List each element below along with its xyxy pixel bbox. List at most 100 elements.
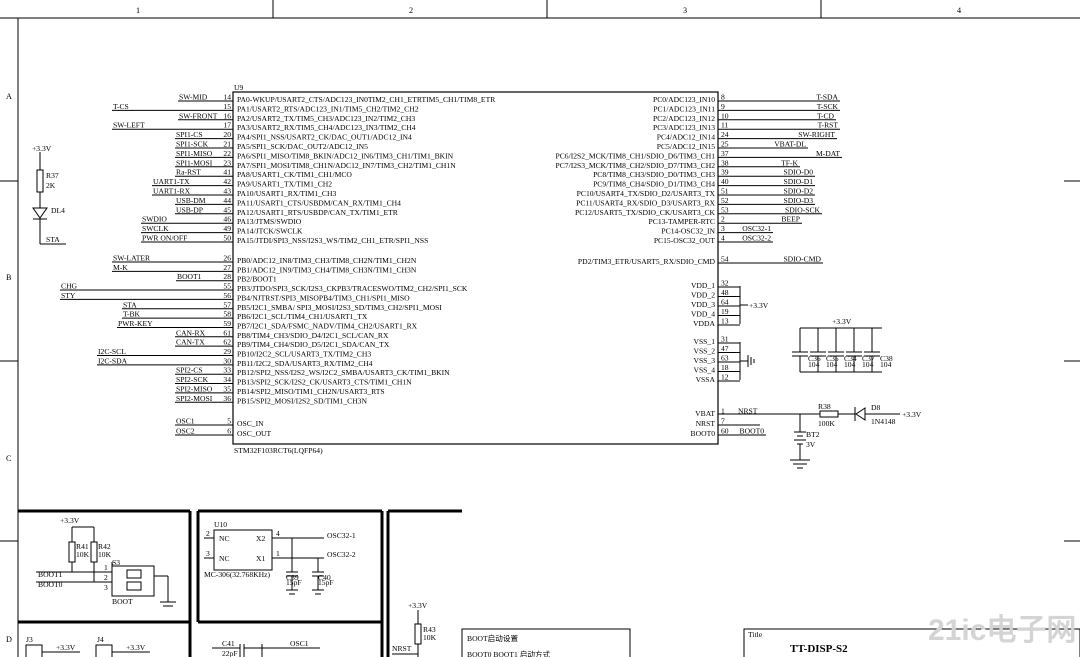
pin-function: PB0/ADC12_IN8/TIM3_CH3/TIM8_CH2N/TIM1_CH… (237, 256, 417, 265)
pin-function: PA9/USART1_TX/TIM1_CH2 (237, 180, 332, 189)
net-label: USB-DP (176, 205, 203, 214)
pin-function: PA3/USART2_RX/TIM5_CH4/ADC123_IN3/TIM2_C… (237, 123, 416, 132)
pin-number: 42 (223, 177, 231, 186)
net-label: BEEP (781, 215, 800, 224)
pin-function: PC5/ADC12_IN15 (657, 142, 715, 151)
pin-function: PA5/SPI1_SCK/DAC_OUT2/ADC12_IN5 (237, 142, 368, 151)
watermark-logo: 21ic电子网 (928, 614, 1076, 647)
pin-function: PA6/SPI1_MISO/TIM8_BKIN/ADC12_IN6/TIM3_C… (237, 151, 454, 160)
net-label: UART1-TX (153, 177, 190, 186)
net-label: SPI1-CS (176, 130, 203, 139)
xtal-x1: X1 (256, 554, 265, 563)
pin-function: PB12/SPI2_NSS/I2S2_WS/I2C2_SMBA/USART3_C… (237, 368, 450, 377)
net-label: SW-FRONT (179, 111, 218, 120)
xtal-c2-ref: C40 (318, 573, 331, 582)
pin-number: 55 (223, 282, 231, 291)
osc1-net-label: OSC1 (290, 639, 309, 648)
pin-function: PA4/SPI1_NSS/USART2_CK/DAC_OUT1/ADC12_IN… (237, 133, 412, 142)
pin-number: 29 (223, 347, 231, 356)
pin-number: 48 (721, 288, 729, 297)
pin-number: 41 (223, 168, 231, 177)
mcu-part: STM32F103RCT6(LQFP64) (234, 446, 323, 455)
boot-table-row: BOOT0 BOOT1 启动方式 (467, 649, 551, 657)
net-label: T-CS (113, 102, 129, 111)
xtal-net-osc32-2: OSC32-2 (327, 550, 356, 559)
title-block-label: Title (748, 630, 763, 639)
pin-number: 47 (721, 344, 729, 353)
net-label: Ra-RST (176, 168, 201, 177)
pin-number: 49 (223, 224, 231, 233)
pin-number: 6 (227, 427, 231, 436)
pin-number: 20 (223, 130, 231, 139)
pin-function: VSS_1 (693, 337, 715, 346)
pin-function: PA13/JTMS/SWDIO (237, 217, 302, 226)
net-label: OSC2 (176, 427, 195, 436)
vdd-supply-label: +3.3V (749, 301, 769, 310)
vbat-diode-value: 1N4148 (871, 417, 896, 426)
pin-number: 11 (721, 121, 729, 130)
pin-function: PC8/TIM8_CH3/SDIO_D0/TIM3_CH3 (593, 170, 715, 179)
boot-net-boot0: BOOT0 (38, 580, 63, 589)
pin-number: 54 (721, 255, 729, 264)
net-label: USB-DM (176, 196, 206, 205)
net-label: UART1-RX (153, 187, 191, 196)
pin-function: PA8/USART1_CK/TIM1_CH1/MCO (237, 170, 352, 179)
pin-function: VSSA (696, 375, 716, 384)
pin-number: 10 (721, 111, 729, 120)
pin-number: 3 (721, 224, 725, 233)
pin-function: PB5/I2C1_SMBA/ SPI3_MOSI/I2S3_SD/TIM3_CH… (237, 303, 442, 312)
pin-number: 40 (721, 177, 729, 186)
vbat-resistor-value: 100K (818, 419, 835, 428)
pin-function: VBAT (695, 409, 715, 418)
net-label: CAN-RX (176, 328, 206, 337)
svg-text:1: 1 (276, 549, 280, 558)
xtal-nc-2: NC (219, 554, 230, 563)
pin-number: 18 (721, 363, 729, 372)
pin-function: PB14/SPI2_MISO/TIM1_CH2N/USART3_RTS (237, 387, 385, 396)
cap-ref: C34 (844, 354, 857, 363)
frame-labels: 1 2 3 4 A B C D (6, 6, 961, 644)
pin-number: 22 (223, 149, 231, 158)
pin-number: 39 (721, 168, 729, 177)
net-label: SDIO-D2 (783, 187, 813, 196)
pin-number: 36 (223, 394, 231, 403)
xtal-part: MC-306(32.768KHz) (204, 570, 270, 579)
net-label: SPI2-CS (176, 366, 203, 375)
pin-number: 16 (223, 111, 231, 120)
pin-function: PB7/I2C1_SDA/FSMC_NADV/TIM4_CH2/USART1_R… (237, 321, 418, 330)
reset-supply-label: +3.3V (408, 601, 428, 610)
xtal-net-osc32-1: OSC32-1 (327, 531, 356, 540)
pin-number: 51 (721, 187, 729, 196)
pin-function: PB9/TIM4_CH4/SDIO_D5/I2C1_SDA/CAN_TX (237, 340, 390, 349)
net-label: BOOT1 (177, 272, 202, 281)
net-label: I2C-SDA (98, 356, 128, 365)
net-label: TF-K (781, 158, 798, 167)
svg-text:3: 3 (206, 549, 210, 558)
net-label: T-SCK (817, 102, 839, 111)
pin-function: NRST (696, 419, 716, 428)
net-label: OSC32-2 (742, 234, 771, 243)
frame-row-d: D (6, 635, 12, 644)
pin-function: PC4/ADC12_IN14 (657, 133, 715, 142)
j3-supply-label: +3.3V (56, 643, 76, 652)
net-label: SPI1-SCK (176, 140, 209, 149)
pin-function: PB8/TIM4_CH3/SDIO_D4/I2C1_SCL/CAN_RX (237, 331, 389, 340)
xtal-ref: U10 (214, 520, 227, 529)
pin-function: PA1/USART2_RTS/ADC123_IN1/TIM5_CH2/TIM2_… (237, 104, 419, 113)
pin-number: 23 (223, 158, 231, 167)
cap-ref: C38 (880, 354, 893, 363)
block-frames (18, 509, 462, 657)
pin-number: 25 (721, 140, 729, 149)
cap-ref: C37 (862, 354, 875, 363)
pin-number: 32 (721, 279, 729, 288)
svg-text:4: 4 (276, 529, 280, 538)
cap-ref: C36 (808, 354, 821, 363)
pin-function: PC12/USART5_TX/SDIO_CK/USART3_CK (575, 208, 716, 217)
cap-c41-ref: C41 (222, 639, 235, 648)
pin-function: PC7/I2S3_MCK/TIM8_CH2/SDIO_D7/TIM3_CH2 (556, 161, 716, 170)
pin-function: VDD_4 (691, 310, 715, 319)
pin-number: 27 (223, 263, 231, 272)
connector-j3: J3 (26, 635, 33, 644)
net-label: SW-LATER (113, 254, 151, 263)
